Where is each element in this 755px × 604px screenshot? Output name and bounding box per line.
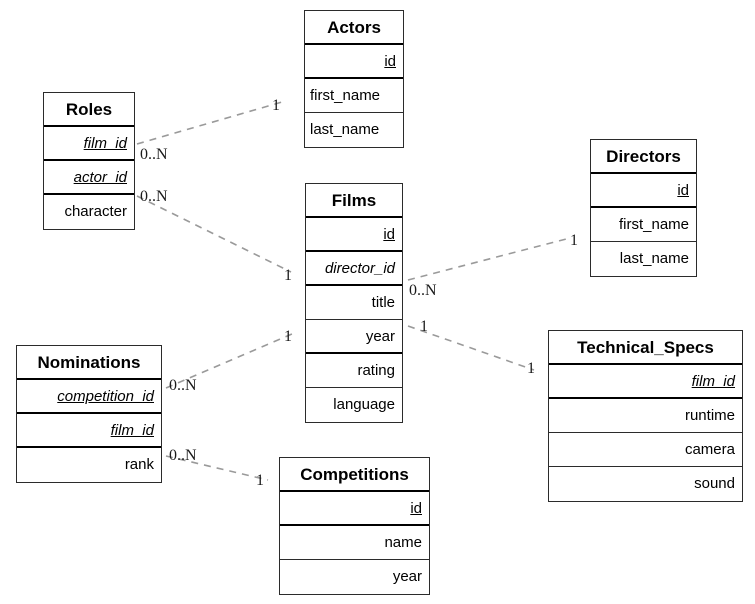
cardinality-films-technical-specs-source: 1 — [420, 318, 428, 335]
attribute-row-roles-character[interactable]: character — [44, 195, 134, 229]
attribute-row-directors-id[interactable]: id — [591, 174, 696, 208]
attribute-label-films-rating: rating — [357, 362, 395, 379]
attribute-label-nominations-rank: rank — [124, 456, 154, 473]
entity-title-nominations: Nominations — [17, 346, 161, 380]
entity-title-actors: Actors — [305, 11, 403, 45]
attribute-label-films-id: id — [383, 226, 395, 243]
attribute-label-competitions-year: year — [392, 568, 422, 585]
attribute-row-technical_specs-camera[interactable]: camera — [549, 433, 742, 467]
cardinality-roles-actors-target: 1 — [272, 97, 280, 114]
attribute-row-technical_specs-sound[interactable]: sound — [549, 467, 742, 501]
attribute-row-films-director_id[interactable]: director_id — [306, 252, 402, 286]
cardinality-roles-films-target: 1 — [284, 267, 292, 284]
entity-competitions[interactable]: Competitions id name year — [279, 457, 430, 595]
attribute-label-roles-character: character — [64, 203, 127, 220]
attribute-label-technical_specs-film_id: film_id — [691, 373, 735, 390]
attribute-label-nominations-competition_id: competition_id — [57, 388, 154, 405]
cardinality-films-directors-source: 0..N — [409, 282, 437, 299]
attribute-label-competitions-name: name — [384, 534, 422, 551]
attribute-row-competitions-id[interactable]: id — [280, 492, 429, 526]
relationship-line-roles-actors — [136, 101, 283, 145]
attribute-row-directors-last_name[interactable]: last_name — [591, 242, 696, 276]
attribute-row-technical_specs-runtime[interactable]: runtime — [549, 399, 742, 433]
attribute-label-directors-id: id — [677, 182, 689, 199]
attribute-label-technical_specs-sound: sound — [694, 475, 735, 492]
relationship-line-films-directors — [407, 237, 571, 281]
entity-title-films: Films — [306, 184, 402, 218]
attribute-row-films-rating[interactable]: rating — [306, 354, 402, 388]
attribute-label-directors-first_name: first_name — [618, 216, 689, 233]
attribute-label-competitions-id: id — [410, 500, 422, 517]
attribute-row-films-year[interactable]: year — [306, 320, 402, 354]
attribute-row-nominations-rank[interactable]: rank — [17, 448, 161, 482]
cardinality-nominations-competitions-source: 0..N — [169, 447, 197, 464]
attribute-label-roles-actor_id: actor_id — [73, 169, 127, 186]
attribute-label-actors-first_name: first_name — [310, 87, 381, 104]
attribute-label-actors-last_name: last_name — [310, 121, 380, 138]
attribute-label-directors-last_name: last_name — [619, 250, 689, 267]
entity-title-roles: Roles — [44, 93, 134, 127]
attribute-label-films-director_id: director_id — [324, 260, 395, 277]
attribute-row-roles-film_id[interactable]: film_id — [44, 127, 134, 161]
entity-title-directors: Directors — [591, 140, 696, 174]
attribute-row-films-id[interactable]: id — [306, 218, 402, 252]
entity-directors[interactable]: Directors id first_name last_name — [590, 139, 697, 277]
relationship-line-roles-films — [136, 195, 292, 273]
attribute-row-nominations-film_id[interactable]: film_id — [17, 414, 161, 448]
cardinality-nominations-competitions-target: 1 — [256, 472, 264, 489]
attribute-row-roles-actor_id[interactable]: actor_id — [44, 161, 134, 195]
cardinality-films-technical-specs-target: 1 — [527, 360, 535, 377]
attribute-label-nominations-film_id: film_id — [110, 422, 154, 439]
attribute-row-actors-last_name[interactable]: last_name — [305, 113, 403, 147]
attribute-row-nominations-competition_id[interactable]: competition_id — [17, 380, 161, 414]
attribute-row-technical_specs-film_id[interactable]: film_id — [549, 365, 742, 399]
cardinality-nominations-films-target: 1 — [284, 328, 292, 345]
attribute-label-roles-film_id: film_id — [83, 135, 127, 152]
attribute-row-actors-id[interactable]: id — [305, 45, 403, 79]
attribute-label-technical_specs-runtime: runtime — [684, 407, 735, 424]
cardinality-roles-actors-source: 0..N — [140, 146, 168, 163]
attribute-label-actors-id: id — [384, 53, 396, 70]
cardinality-films-directors-target: 1 — [570, 232, 578, 249]
attribute-row-films-title[interactable]: title — [306, 286, 402, 320]
attribute-row-actors-first_name[interactable]: first_name — [305, 79, 403, 113]
entity-title-competitions: Competitions — [280, 458, 429, 492]
cardinality-nominations-films-source: 0..N — [169, 377, 197, 394]
entity-title-technical_specs: Technical_Specs — [549, 331, 742, 365]
attribute-row-films-language[interactable]: language — [306, 388, 402, 422]
attribute-label-films-language: language — [333, 396, 395, 413]
attribute-label-films-year: year — [365, 328, 395, 345]
attribute-label-technical_specs-camera: camera — [684, 441, 735, 458]
cardinality-roles-films-source: 0..N — [140, 188, 168, 205]
attribute-row-competitions-name[interactable]: name — [280, 526, 429, 560]
entity-roles[interactable]: Roles film_id actor_id character — [43, 92, 135, 230]
attribute-row-directors-first_name[interactable]: first_name — [591, 208, 696, 242]
attribute-label-films-title: title — [371, 294, 395, 311]
attribute-row-competitions-year[interactable]: year — [280, 560, 429, 594]
